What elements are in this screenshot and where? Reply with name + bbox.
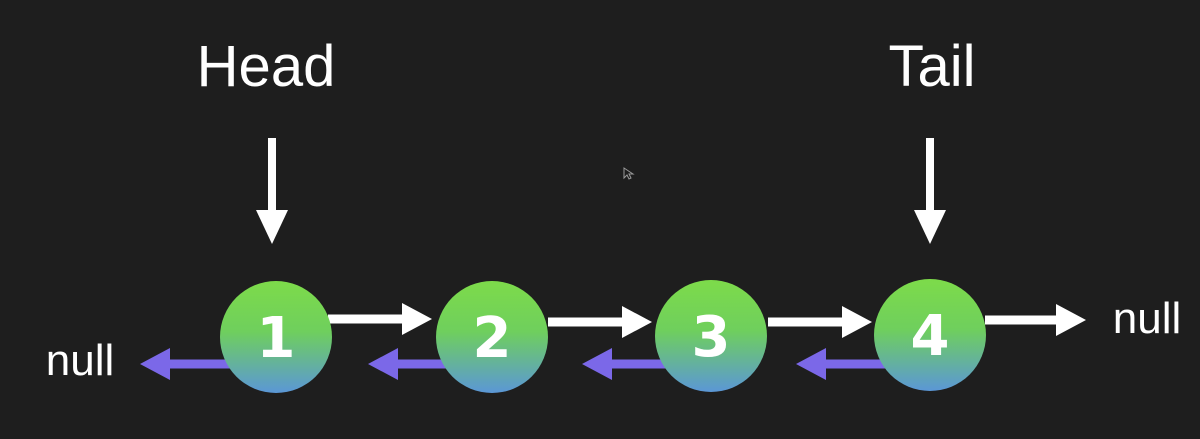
node-4-value: 4 (911, 304, 950, 369)
tail-label: Tail (888, 34, 975, 99)
node-2: 2 (436, 281, 548, 393)
mouse-pointer-icon (623, 167, 635, 180)
next-arrow-node3-to-node4 (768, 306, 872, 338)
head-pointer-arrow (256, 138, 288, 244)
next-arrow-node2-to-node3 (548, 306, 652, 338)
node-3: 3 (655, 280, 767, 392)
node-2-value: 2 (473, 306, 512, 371)
node-1: 1 (220, 281, 332, 393)
node-1-value: 1 (257, 306, 296, 371)
node-4: 4 (874, 279, 986, 391)
null-right-label: null (1113, 294, 1182, 343)
next-arrow-node4-to-null (985, 304, 1086, 336)
node-3-value: 3 (692, 305, 731, 370)
next-arrow-node1-to-node2 (328, 303, 432, 335)
null-left-label: null (46, 336, 115, 385)
prev-arrow-node4-to-node3 (796, 348, 886, 380)
prev-arrow-node2-to-node1 (368, 348, 450, 380)
tail-pointer-arrow (914, 138, 946, 244)
prev-arrow-node3-to-node2 (582, 348, 668, 380)
prev-arrow-node1-to-null (140, 348, 230, 380)
head-label: Head (197, 34, 336, 99)
